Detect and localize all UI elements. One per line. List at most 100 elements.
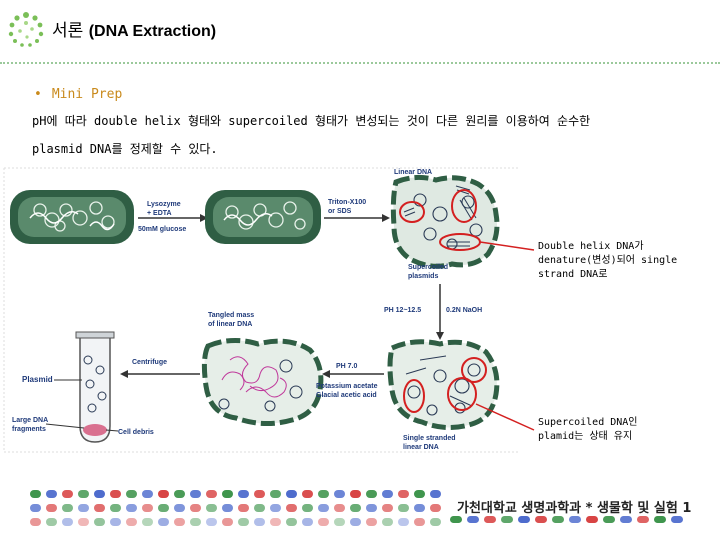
callout-denature-line-1: Double helix DNA가: [538, 240, 677, 254]
footer-pill: [518, 516, 530, 523]
footer-pill: [302, 518, 313, 526]
footer-pill: [254, 490, 265, 498]
label-potassium: Potassium acetate: [316, 383, 378, 390]
footer-pill: [158, 504, 169, 512]
footer-pill: [238, 518, 249, 526]
footer-pill: [142, 518, 153, 526]
test-tube: [76, 332, 114, 442]
footer-pill: [62, 504, 73, 512]
footer-pill: [414, 490, 425, 498]
label-large-dna-2: fragments: [12, 426, 46, 433]
footer-pill: [126, 490, 137, 498]
footer-pill: [46, 518, 57, 526]
footer-decor-bars: [30, 490, 450, 534]
footer-pill: [398, 504, 409, 512]
label-naoh: 0.2N NaOH: [446, 307, 482, 314]
footer-pill: [78, 504, 89, 512]
callout-denature: Double helix DNA가 denature(변성)되어 single …: [538, 240, 677, 282]
footer-pill: [366, 518, 377, 526]
footer-decor-bars-right: [450, 516, 690, 530]
footer-pill: [270, 518, 281, 526]
footer-pill: [206, 518, 217, 526]
intact-cell-1: [10, 190, 134, 244]
label-ph7: PH 7.0: [336, 363, 358, 370]
footer-pill: [46, 504, 57, 512]
slide-title: 서론 (DNA Extraction): [52, 16, 216, 41]
footer-pill: [94, 490, 105, 498]
footer-pill: [318, 518, 329, 526]
footer-pill: [637, 516, 649, 523]
footer-pill: [552, 516, 564, 523]
footer-pill: [62, 490, 73, 498]
footer-pill: [430, 518, 441, 526]
callout-denature-line-2: denature(변성)되어 single: [538, 254, 677, 268]
footer-pill: [414, 504, 425, 512]
footer-pill: [222, 490, 233, 498]
label-tangled-1: Tangled mass: [208, 312, 254, 319]
body-text-line-1: pH에 따라 double helix 형태와 supercoiled 형태가 …: [32, 112, 590, 129]
footer-pill: [30, 518, 41, 526]
footer-pill: [78, 490, 89, 498]
footer-pill: [206, 490, 217, 498]
footer-pill: [586, 516, 598, 523]
footer-pill: [62, 518, 73, 526]
bullet-dot-icon: •: [34, 87, 42, 102]
footer-pill: [78, 518, 89, 526]
label-glucose: 50mM glucose: [138, 226, 186, 233]
label-lysozyme: Lysozyme: [147, 201, 181, 208]
footer-pill: [222, 504, 233, 512]
footer-pill: [501, 516, 513, 523]
callout-supercoiled-line-2: plamid는 상태 유지: [538, 430, 638, 444]
footer-pill: [450, 516, 462, 523]
footer-pill: [569, 516, 581, 523]
label-triton: Triton-X100: [328, 199, 366, 206]
footer-pill: [467, 516, 479, 523]
footer-pill: [382, 504, 393, 512]
footer-pill: [222, 518, 233, 526]
label-ph-high: PH 12~12.5: [384, 307, 421, 314]
footer-pill: [174, 518, 185, 526]
footer-pill: [254, 504, 265, 512]
label-single-stranded-2: linear DNA: [403, 444, 439, 451]
footer-pill: [603, 516, 615, 523]
footer-pill: [334, 490, 345, 498]
footer-pill: [238, 504, 249, 512]
footer-pill: [110, 518, 121, 526]
mini-prep-diagram: Lysozyme + EDTA 50mM glucose Triton-X100…: [0, 160, 720, 460]
intact-cell-2: [205, 190, 321, 244]
footer-pill: [318, 504, 329, 512]
footer-pill: [671, 516, 683, 523]
body-text-line-2: plasmid DNA를 정제할 수 있다.: [32, 140, 218, 157]
label-edta: + EDTA: [147, 210, 172, 217]
label-tangled-2: of linear DNA: [208, 321, 252, 328]
footer-text: 가천대학교 생명과학과 * 생물학 및 실험 1: [457, 497, 691, 516]
footer-pill: [142, 490, 153, 498]
label-plasmid: Plasmid: [22, 375, 53, 384]
label-cell-debris: Cell debris: [118, 429, 154, 436]
footer-pill: [46, 490, 57, 498]
footer-pill: [238, 490, 249, 498]
footer-pill: [158, 490, 169, 498]
footer-pill: [190, 504, 201, 512]
label-supercoiled-2: plasmids: [408, 273, 438, 280]
footer-pill: [270, 504, 281, 512]
footer-pill: [286, 504, 297, 512]
footer-pill: [350, 518, 361, 526]
footer-pill: [366, 504, 377, 512]
callout-denature-line-3: strand DNA로: [538, 268, 677, 282]
footer-pill: [174, 504, 185, 512]
footer-pill: [654, 516, 666, 523]
footer-pill: [30, 490, 41, 498]
title-divider: [0, 62, 720, 64]
footer-pill: [366, 490, 377, 498]
footer-pill: [158, 518, 169, 526]
callout-supercoiled-line-1: Supercoiled DNA인: [538, 416, 638, 430]
footer-pill: [430, 504, 441, 512]
title-english: (DNA Extraction): [89, 23, 216, 40]
footer-pill: [350, 490, 361, 498]
footer-pill: [30, 504, 41, 512]
footer-pill: [190, 490, 201, 498]
title-korean: 서론: [52, 21, 83, 41]
footer-pill: [270, 490, 281, 498]
footer-pill: [334, 504, 345, 512]
